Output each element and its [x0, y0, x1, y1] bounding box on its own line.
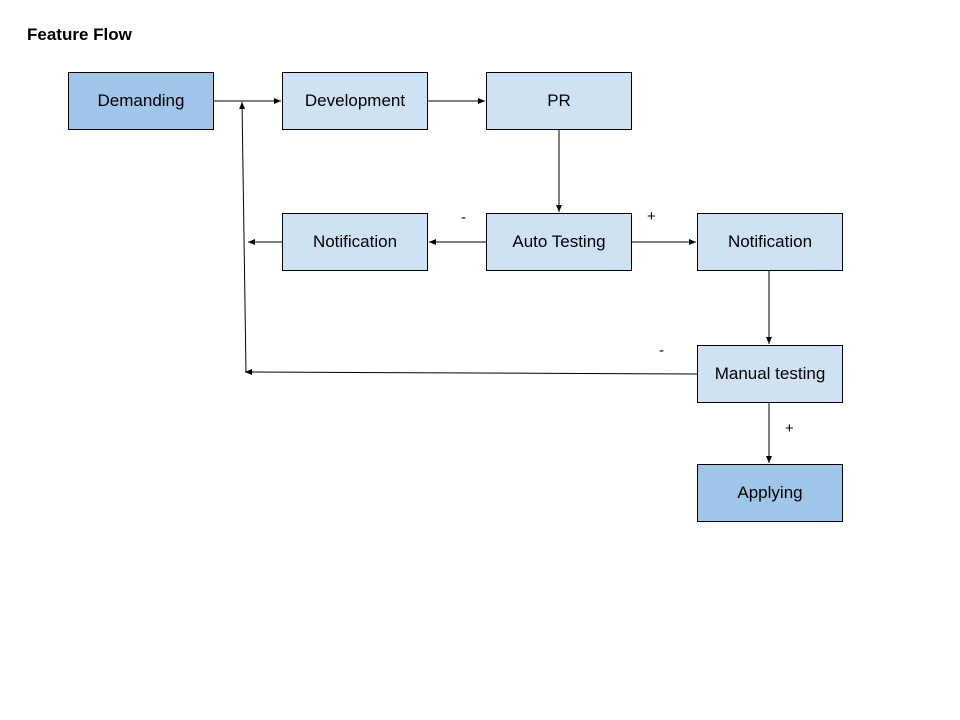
node-demanding-label: Demanding [97, 91, 185, 110]
edge-label-auto-pass: + [647, 208, 656, 225]
diagram-title: Feature Flow [27, 25, 132, 44]
edge-label-manual-pass: + [785, 420, 794, 437]
node-notification-left-label: Notification [312, 232, 398, 251]
edge-label-auto-fail: - [461, 209, 466, 226]
node-notification-left[interactable]: Notification [282, 213, 428, 271]
node-manual-testing-label: Manual testing [714, 364, 826, 383]
node-pr-label: PR [547, 91, 571, 110]
node-auto-testing-label: Auto Testing [512, 232, 606, 251]
edge-label-manual-fail: - [659, 342, 664, 359]
edge-manual-testing-feedback [244, 369, 698, 376]
node-notification-right-label: Notification [727, 232, 813, 251]
node-notification-right[interactable]: Notification [697, 213, 843, 271]
edge-feedback-return [239, 101, 247, 373]
node-development[interactable]: Development [282, 72, 428, 130]
node-pr[interactable]: PR [486, 72, 632, 130]
node-auto-testing[interactable]: Auto Testing [486, 213, 632, 271]
node-development-label: Development [304, 91, 406, 110]
node-applying[interactable]: Applying [697, 464, 843, 522]
node-demanding[interactable]: Demanding [68, 72, 214, 130]
node-manual-testing[interactable]: Manual testing [697, 345, 843, 403]
node-applying-label: Applying [737, 483, 803, 502]
